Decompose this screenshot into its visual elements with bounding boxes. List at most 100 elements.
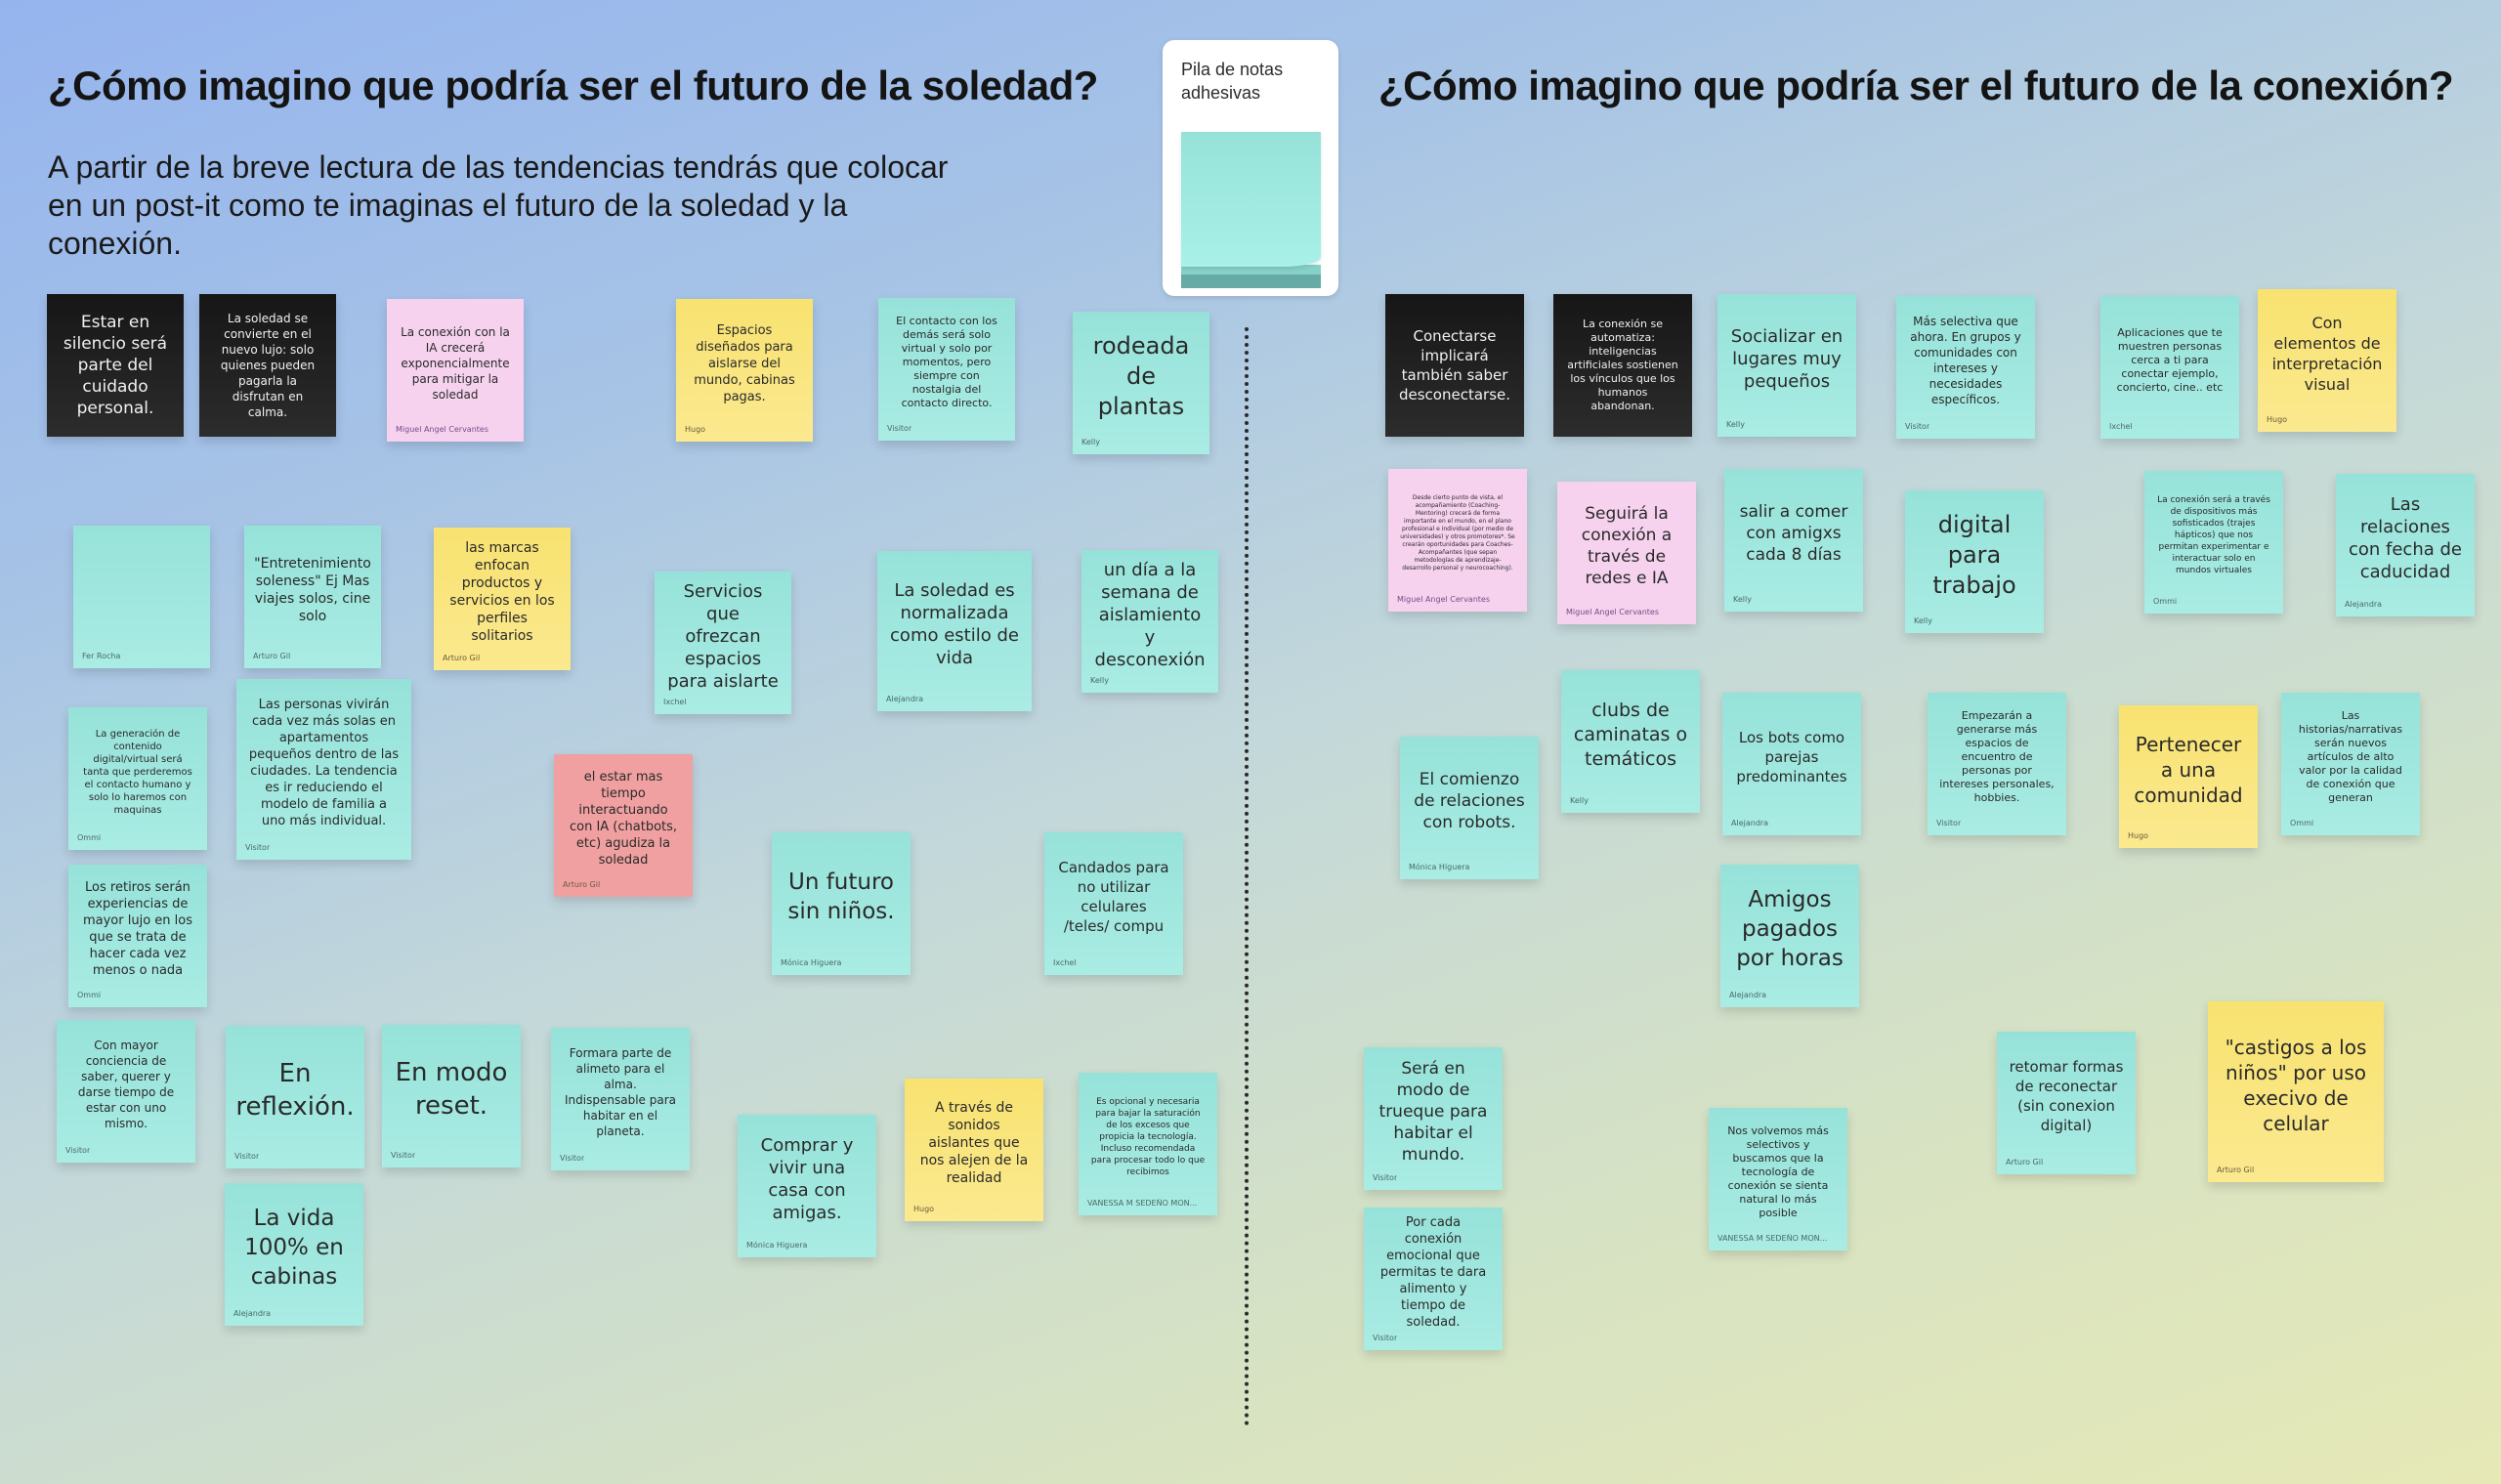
- sticky-note[interactable]: Por cada conexión emocional que permitas…: [1364, 1208, 1503, 1350]
- sticky-note[interactable]: El comienzo de relaciones con robots.Món…: [1400, 737, 1539, 879]
- sticky-note[interactable]: Seguirá la conexión a través de redes e …: [1557, 482, 1696, 624]
- sticky-note[interactable]: A través de sonidos aislantes que nos al…: [905, 1079, 1043, 1221]
- sticky-note[interactable]: La conexión con la IA crecerá exponencia…: [387, 299, 524, 442]
- sticky-note-text: Las historias/narrativas serán nuevos ar…: [2298, 709, 2403, 804]
- sticky-note[interactable]: La generación de contenido digital/virtu…: [68, 707, 207, 850]
- sticky-note-author: Kelly: [1570, 796, 1589, 805]
- sticky-note[interactable]: las marcas enfocan productos y servicios…: [434, 528, 571, 670]
- sticky-note-text: las marcas enfocan productos y servicios…: [449, 540, 555, 644]
- sticky-note-pad-icon[interactable]: [1181, 132, 1321, 288]
- sticky-note[interactable]: La conexión será a través de dispositivo…: [2144, 471, 2283, 614]
- sticky-note[interactable]: El contacto con los demás será solo virt…: [878, 298, 1015, 441]
- sticky-note-text: Servicios que ofrezcan espacios para ais…: [667, 580, 779, 692]
- sticky-note-author: Visitor: [234, 1152, 260, 1161]
- sticky-note-author: Arturo Gil: [253, 652, 291, 660]
- sticky-note[interactable]: Será en modo de trueque para habitar el …: [1364, 1047, 1503, 1190]
- sticky-note-text: Los retiros serán experiencias de mayor …: [82, 880, 192, 978]
- sticky-note-author: Arturo Gil: [2217, 1166, 2255, 1174]
- sticky-note[interactable]: Nos volvemos más selectivos y buscamos q…: [1709, 1108, 1847, 1251]
- sticky-note[interactable]: En reflexión.Visitor: [226, 1026, 364, 1168]
- sticky-note[interactable]: La soledad se convierte en el nuevo lujo…: [199, 294, 336, 437]
- sticky-note[interactable]: La soledad es normalizada como estilo de…: [877, 551, 1032, 711]
- sticky-note-text: Los bots como parejas predominantes: [1736, 729, 1847, 785]
- pad-middle: [1181, 265, 1321, 275]
- sticky-note-text: un día a la semana de aislamiento y desc…: [1094, 559, 1206, 670]
- sticky-note[interactable]: Comprar y vivir una casa con amigas. Móni…: [738, 1115, 876, 1257]
- sticky-note-author: Ommi: [2290, 819, 2314, 827]
- sticky-note-author: Fer Rocha: [82, 652, 121, 660]
- sticky-note-stack-label: Pila de notas adhesivas: [1181, 60, 1284, 103]
- sticky-note[interactable]: Fer Rocha: [73, 526, 210, 668]
- sticky-note-text: Pertenecer a una comunidad: [2134, 733, 2243, 807]
- sticky-note-text: Comprar y vivir una casa con amigas.: [760, 1135, 854, 1223]
- sticky-note[interactable]: "Entretenimiento soleness" Ej Mas viajes…: [244, 526, 381, 668]
- sticky-note[interactable]: Estar en silencio será parte del cuidado…: [47, 294, 184, 437]
- sticky-note-author: Mónica Higuera: [1409, 863, 1470, 871]
- sticky-note-author: Visitor: [1905, 422, 1930, 431]
- sticky-note-text: Será en modo de trueque para habitar el …: [1378, 1059, 1488, 1165]
- sticky-note-author: Alejandra: [1731, 819, 1769, 827]
- sticky-note-text: Estar en silencio será parte del cuidado…: [63, 313, 168, 418]
- sticky-note[interactable]: Más selectiva que ahora. En grupos y com…: [1896, 296, 2035, 439]
- sticky-note[interactable]: Las historias/narrativas serán nuevos ar…: [2281, 693, 2420, 835]
- sticky-note[interactable]: Formara parte de alimeto para el alma. I…: [551, 1028, 690, 1170]
- sticky-note[interactable]: Con mayor conciencia de saber, querer y …: [57, 1020, 195, 1163]
- sticky-note-text: El contacto con los demás será solo virt…: [896, 315, 997, 409]
- sticky-note[interactable]: Las personas vivirán cada vez más solas …: [236, 679, 411, 860]
- sticky-note[interactable]: Desde cierto punto de vista, el acompaña…: [1388, 469, 1527, 612]
- sticky-note[interactable]: "castigos a los niños" por uso execivo d…: [2208, 1001, 2384, 1182]
- sticky-note-text: Formara parte de alimeto para el alma. I…: [565, 1046, 676, 1138]
- sticky-note[interactable]: Aplicaciones que te muestren personas ce…: [2100, 296, 2239, 439]
- sticky-note-text: Las relaciones con fecha de caducidad: [2348, 494, 2462, 582]
- sticky-note[interactable]: Candados para no utilizar celulares /tel…: [1044, 832, 1183, 975]
- sticky-note-text: rodeada de plantas: [1092, 331, 1190, 420]
- right-section-title: ¿Cómo imagino que podría ser el futuro d…: [1378, 63, 2454, 108]
- sticky-note[interactable]: La conexión se automatiza: inteligencias…: [1553, 294, 1692, 437]
- sticky-note-author: Miguel Angel Cervantes: [1566, 608, 1659, 616]
- sticky-note-author: Arturo Gil: [563, 880, 601, 889]
- sticky-note[interactable]: Empezarán a generarse más espacios de en…: [1928, 693, 2066, 835]
- sticky-note-author: Hugo: [2267, 415, 2288, 424]
- sticky-note-text: Es opcional y necesaria para bajar la sa…: [1090, 1097, 1206, 1177]
- sticky-note-stack[interactable]: Pila de notas adhesivas: [1163, 40, 1338, 296]
- sticky-note[interactable]: Servicios que ofrezcan espacios para ais…: [655, 572, 791, 714]
- sticky-note[interactable]: el estar mas tiempo interactuando con IA…: [554, 754, 693, 897]
- sticky-note-author: Kelly: [1733, 595, 1752, 604]
- sticky-note-author: VANESSA M SEDEÑO MON...: [1717, 1234, 1828, 1243]
- sticky-note-text: Desde cierto punto de vista, el acompaña…: [1400, 494, 1515, 572]
- sticky-note-author: Mónica Higuera: [746, 1241, 808, 1250]
- sticky-note-author: Ixchel: [1053, 958, 1077, 967]
- sticky-note[interactable]: Los retiros serán experiencias de mayor …: [68, 865, 207, 1007]
- sticky-note-author: Mónica Higuera: [781, 958, 842, 967]
- sticky-note-author: Hugo: [685, 425, 706, 434]
- sticky-note-text: el estar mas tiempo interactuando con IA…: [569, 770, 678, 868]
- sticky-note[interactable]: Un futuro sin niños. Mónica Higuera: [772, 832, 911, 975]
- sticky-note-author: Visitor: [560, 1154, 585, 1163]
- sticky-note-text: A través de sonidos aislantes que nos al…: [919, 1100, 1029, 1186]
- sticky-note-text: Socializar en lugares muy pequeños: [1730, 325, 1844, 392]
- sticky-note[interactable]: Es opcional y necesaria para bajar la sa…: [1079, 1073, 1217, 1215]
- sticky-note[interactable]: retomar formas de reconectar (sin conexi…: [1997, 1032, 2136, 1174]
- sticky-note-author: Kelly: [1914, 616, 1932, 625]
- sticky-note[interactable]: Conectarse implicará también saber desco…: [1385, 294, 1524, 437]
- sticky-note-author: Alejandra: [886, 695, 924, 703]
- sticky-note[interactable]: En modo reset.Visitor: [382, 1025, 521, 1167]
- sticky-note[interactable]: un día a la semana de aislamiento y desc…: [1081, 550, 1218, 693]
- sticky-note[interactable]: Espacios diseñados para aislarse del mun…: [676, 299, 813, 442]
- sticky-note-text: "Entretenimiento soleness" Ej Mas viajes…: [254, 556, 371, 624]
- sticky-note-text: Un futuro sin niños.: [787, 869, 895, 924]
- sticky-note-text: La soledad se convierte en el nuevo lujo…: [220, 312, 316, 419]
- instructions-text: A partir de la breve lectura de las tend…: [48, 149, 949, 261]
